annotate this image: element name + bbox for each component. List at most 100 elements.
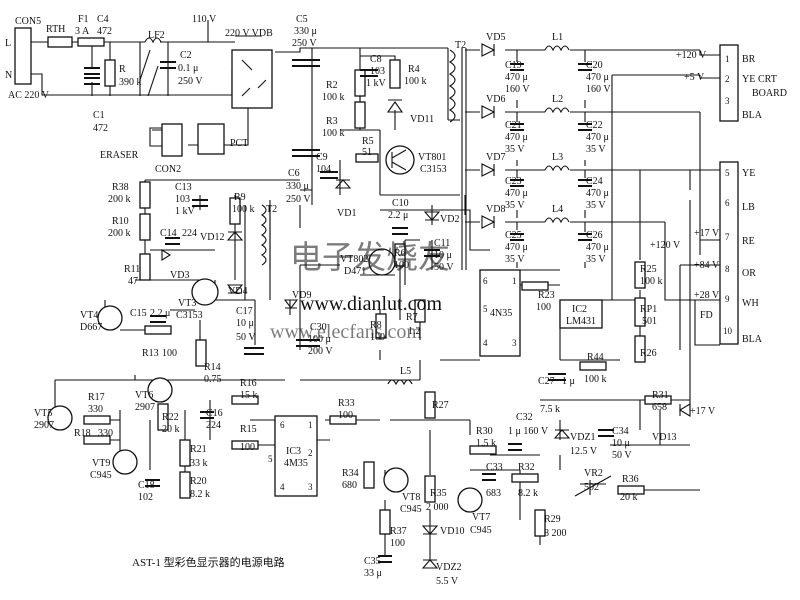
r3-label: R3 [326, 116, 338, 127]
c6-value: 330 μ [286, 181, 309, 192]
r18-value: 330 [98, 428, 113, 439]
r17-label: R17 [88, 392, 105, 403]
c4-capacitor [84, 67, 100, 75]
vd6-diode [481, 105, 496, 119]
c30-voltage: 200 V [308, 346, 333, 357]
c27-label: C27 [538, 376, 555, 387]
r30-label: R30 [476, 426, 493, 437]
r44-resistor [579, 361, 607, 371]
c27-value: 1 μ [562, 376, 575, 387]
c9-value: 104 [316, 164, 331, 175]
out-pin-6: 6 LB [725, 198, 755, 213]
r-390k-resistor [104, 59, 116, 87]
r4-resistor [389, 59, 401, 89]
vt6-transistor [147, 377, 173, 403]
con5-connector [14, 27, 32, 85]
c10-label: C10 [392, 198, 409, 209]
vt7-label: VT7 [472, 512, 490, 523]
l2-inductor [544, 107, 570, 114]
c8-voltage: 1 kV [366, 78, 387, 89]
l4-label: L4 [552, 204, 563, 215]
r22-label: R22 [162, 412, 179, 423]
vd7-label: VD7 [486, 152, 505, 163]
ic-4n35-pin6: 6 [483, 276, 488, 286]
r9-resistor [229, 197, 241, 225]
out-pin7-num: 7 [725, 232, 730, 242]
r25-resistor [634, 261, 646, 289]
c16-capacitor [200, 411, 214, 419]
crt-pin1-volt: +120 V [676, 50, 707, 61]
vt3-transistor [191, 278, 219, 306]
r38-label: R38 [112, 182, 129, 193]
vt8-type: C945 [400, 504, 422, 515]
r33-value: 100 [338, 410, 353, 421]
out-pin9-num: 9 [725, 294, 730, 304]
r13-label: R13 [142, 348, 159, 359]
r31-resistor [644, 395, 672, 405]
c18-label: C18 [138, 480, 155, 491]
c2-value: 0.1 μ [178, 63, 198, 74]
v220vdb-label: 220 V VDB [225, 28, 273, 39]
ic3-label: IC3 [286, 446, 301, 457]
c20-voltage: 160 V [586, 84, 611, 95]
c24-value: 470 μ [586, 188, 609, 199]
c25-capacitor [510, 233, 524, 241]
ic2-lm431 [559, 299, 603, 329]
crt-board-connector [719, 44, 739, 122]
c6-label: C6 [288, 168, 300, 179]
vt802-type: D471 [344, 266, 366, 277]
board-label: BOARD [752, 88, 787, 99]
vd5-diode [481, 43, 496, 57]
eraser-label: ERASER [100, 150, 139, 161]
t2b-label: T2 [266, 204, 277, 215]
r4-value: 100 k [404, 76, 427, 87]
vr2-label: VR2 [584, 468, 603, 479]
c34-capacitor [598, 429, 614, 437]
c2-label: C2 [180, 50, 192, 61]
vt8-transistor [383, 467, 409, 493]
watermark-url2: www.elecfans.com [270, 321, 422, 343]
ic3-optocoupler [274, 415, 318, 497]
r4-label: R4 [408, 64, 420, 75]
vd12-label: VD12 [200, 232, 224, 243]
c16-label: C16 [206, 408, 223, 419]
lf2-label: LF2 [148, 30, 165, 41]
c35-label: C35 [364, 556, 381, 567]
r11-resistor [139, 253, 151, 281]
out-pin-7: +17 V 7 RE [694, 228, 755, 247]
c33-capacitor [482, 473, 496, 481]
r37-label: R37 [390, 526, 407, 537]
c34-value: 10 μ [612, 438, 630, 449]
r14-value: 0.75 [204, 374, 222, 385]
vt9-label: VT9 [92, 458, 110, 469]
r7-label: R7 [406, 312, 418, 323]
vdz2-label: VDZ2 [436, 562, 462, 573]
r33-resistor [329, 415, 357, 425]
out-pin-9: +28 V 9 WH [694, 290, 759, 309]
c9-capacitor [320, 171, 338, 179]
r44-label: R44 [587, 352, 604, 363]
crt-pin3-sig: BLA [742, 110, 763, 121]
r25-label: R25 [640, 264, 657, 275]
vt7-type: C945 [470, 525, 492, 536]
r15-resistor [231, 440, 259, 450]
vd1-label: VD1 [337, 208, 356, 219]
ic3-type: 4M35 [284, 458, 308, 469]
r9-value: 100 k [232, 204, 255, 215]
c4-value: 472 [97, 26, 112, 37]
l5-label: L5 [400, 366, 411, 377]
pin-l: L [5, 38, 11, 49]
c35-capacitor [378, 555, 392, 563]
c10-value: 2.2 μ [388, 210, 408, 221]
v110-label: 110 V [192, 14, 217, 25]
r27-resistor [424, 391, 436, 419]
c21-capacitor [510, 123, 524, 131]
c26-value: 470 μ [586, 242, 609, 253]
vd5-label: VD5 [486, 32, 505, 43]
vd2-label: VD2 [440, 214, 459, 225]
out-pin-5: 5 YE [725, 168, 755, 179]
c5-label: C5 [296, 14, 308, 25]
r17-resistor [83, 415, 111, 425]
vt801-label: VT801 [418, 152, 446, 163]
c19-label: C19 [505, 60, 522, 71]
